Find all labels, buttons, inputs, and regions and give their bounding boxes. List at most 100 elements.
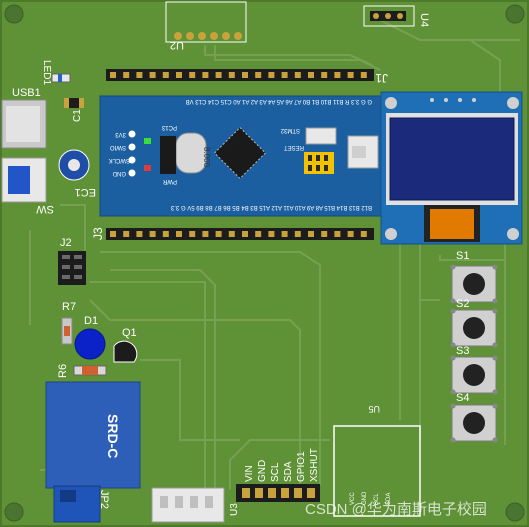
- header-pin: [242, 72, 248, 78]
- j1-label: J1: [375, 71, 388, 85]
- header-pin: [242, 231, 248, 237]
- header-pin: [268, 231, 275, 237]
- mcu-pwr-label: PWR: [162, 178, 177, 184]
- header-pin: [281, 231, 288, 237]
- button-leg: [492, 389, 498, 395]
- header-pin: [294, 231, 301, 237]
- r6: R6: [57, 364, 107, 378]
- header-pin: [162, 231, 169, 237]
- swd-3v3: 3V3: [115, 131, 126, 137]
- u3-pin-label: GPIO1: [296, 451, 307, 482]
- led1-label: LED1: [41, 60, 52, 85]
- watermark: CSDN @华为南斯电子校园: [305, 501, 487, 518]
- header-pin: [176, 72, 182, 78]
- header-pin: [281, 72, 288, 78]
- s2-cap: [463, 317, 485, 339]
- header-pin: [123, 231, 130, 237]
- u4-label: U4: [418, 13, 430, 27]
- u3-pin-label: SDA: [283, 461, 294, 482]
- jp2-label: JP2: [98, 490, 110, 509]
- u5-pin-label: VCC: [350, 492, 356, 505]
- button-leg: [492, 298, 498, 304]
- s3-cap: [463, 364, 485, 386]
- mount-hole-tr: [505, 4, 525, 24]
- button-leg: [492, 355, 498, 361]
- header-pin: [347, 231, 354, 237]
- button-leg: [450, 308, 456, 314]
- c1: C1: [64, 98, 84, 122]
- q1-label: Q1: [122, 327, 137, 339]
- r7: R7: [61, 301, 76, 345]
- header-pin: [321, 231, 328, 237]
- ec1: EC1: [58, 149, 96, 198]
- header-pin: [215, 231, 222, 237]
- mcu-crystal: [175, 132, 207, 174]
- s3-label: S3: [456, 345, 469, 357]
- u3-pin-label: XSHUT: [309, 448, 320, 482]
- s4-label: S4: [456, 392, 469, 404]
- header-pin: [136, 231, 143, 237]
- header-pin: [202, 231, 209, 237]
- j2-label: J2: [60, 237, 72, 249]
- button-leg: [450, 355, 456, 361]
- sw-label: SW: [36, 203, 54, 215]
- mcu-chip: [213, 126, 267, 180]
- u4-header: U4: [363, 5, 430, 27]
- button-leg: [492, 403, 498, 409]
- d1-label: D1: [84, 315, 98, 327]
- header-pin: [308, 231, 314, 237]
- header-pin: [123, 72, 130, 78]
- s1-label: S1: [456, 250, 469, 262]
- mcu-top-pins: G G 3.3 R B11 B10 B1 B0 A7 A6 A5 A4 A3 A…: [186, 98, 372, 104]
- button-leg: [492, 342, 498, 348]
- header-pin: [321, 72, 328, 78]
- header-pin: [360, 72, 367, 78]
- s4-cap: [463, 412, 485, 434]
- relay: SRD-C: [45, 381, 141, 489]
- header-pin: [202, 72, 209, 78]
- swd-swio: SWIO: [110, 144, 126, 150]
- u5-pin-label: GND: [362, 491, 368, 505]
- u2-header: U2: [165, 1, 247, 51]
- u5-pin-label: SDA: [386, 493, 392, 505]
- mount-hole-bl: [4, 502, 24, 522]
- j2-header: J2: [58, 237, 86, 285]
- r6-label: R6: [57, 364, 69, 378]
- u5-pin-label: SCL: [374, 493, 380, 505]
- q1: Q1: [113, 327, 138, 363]
- button-leg: [450, 298, 456, 304]
- mcu-crystal-label: 8.000: [202, 147, 211, 168]
- u5-label: U5: [368, 404, 380, 414]
- d1: D1: [74, 315, 106, 360]
- j3-label: J3: [91, 227, 105, 240]
- led1: LED1: [41, 60, 71, 85]
- u3-pin-label: SCL: [270, 462, 281, 482]
- header-pin: [334, 72, 341, 78]
- r7-label: R7: [62, 301, 76, 313]
- header-pin: [162, 72, 169, 78]
- mount-hole-tl: [4, 4, 24, 24]
- header-pin: [255, 72, 262, 78]
- j3-header: J3: [91, 227, 374, 240]
- traces: [29, 19, 520, 490]
- power-switch: SW: [1, 157, 54, 215]
- usb1: USB1: [1, 87, 47, 149]
- oled-display: [380, 91, 523, 245]
- mcu-chip-label: STM32: [280, 127, 300, 133]
- reset-label: RESET: [284, 144, 304, 150]
- j1-header: J1: [106, 69, 388, 85]
- mcu-regulator: [160, 136, 176, 174]
- button-leg: [492, 264, 498, 270]
- header-pin: [189, 72, 196, 78]
- mount-hole-br: [505, 502, 525, 522]
- header-pin: [136, 72, 143, 78]
- header-pin: [268, 72, 275, 78]
- mcu-board: G G 3.3 R B11 B10 B1 B0 A7 A6 A5 A4 A3 A…: [99, 95, 382, 217]
- header-pin: [334, 231, 341, 237]
- button-leg: [450, 342, 456, 348]
- header-pin: [149, 72, 156, 78]
- u2-label: U2: [170, 39, 184, 51]
